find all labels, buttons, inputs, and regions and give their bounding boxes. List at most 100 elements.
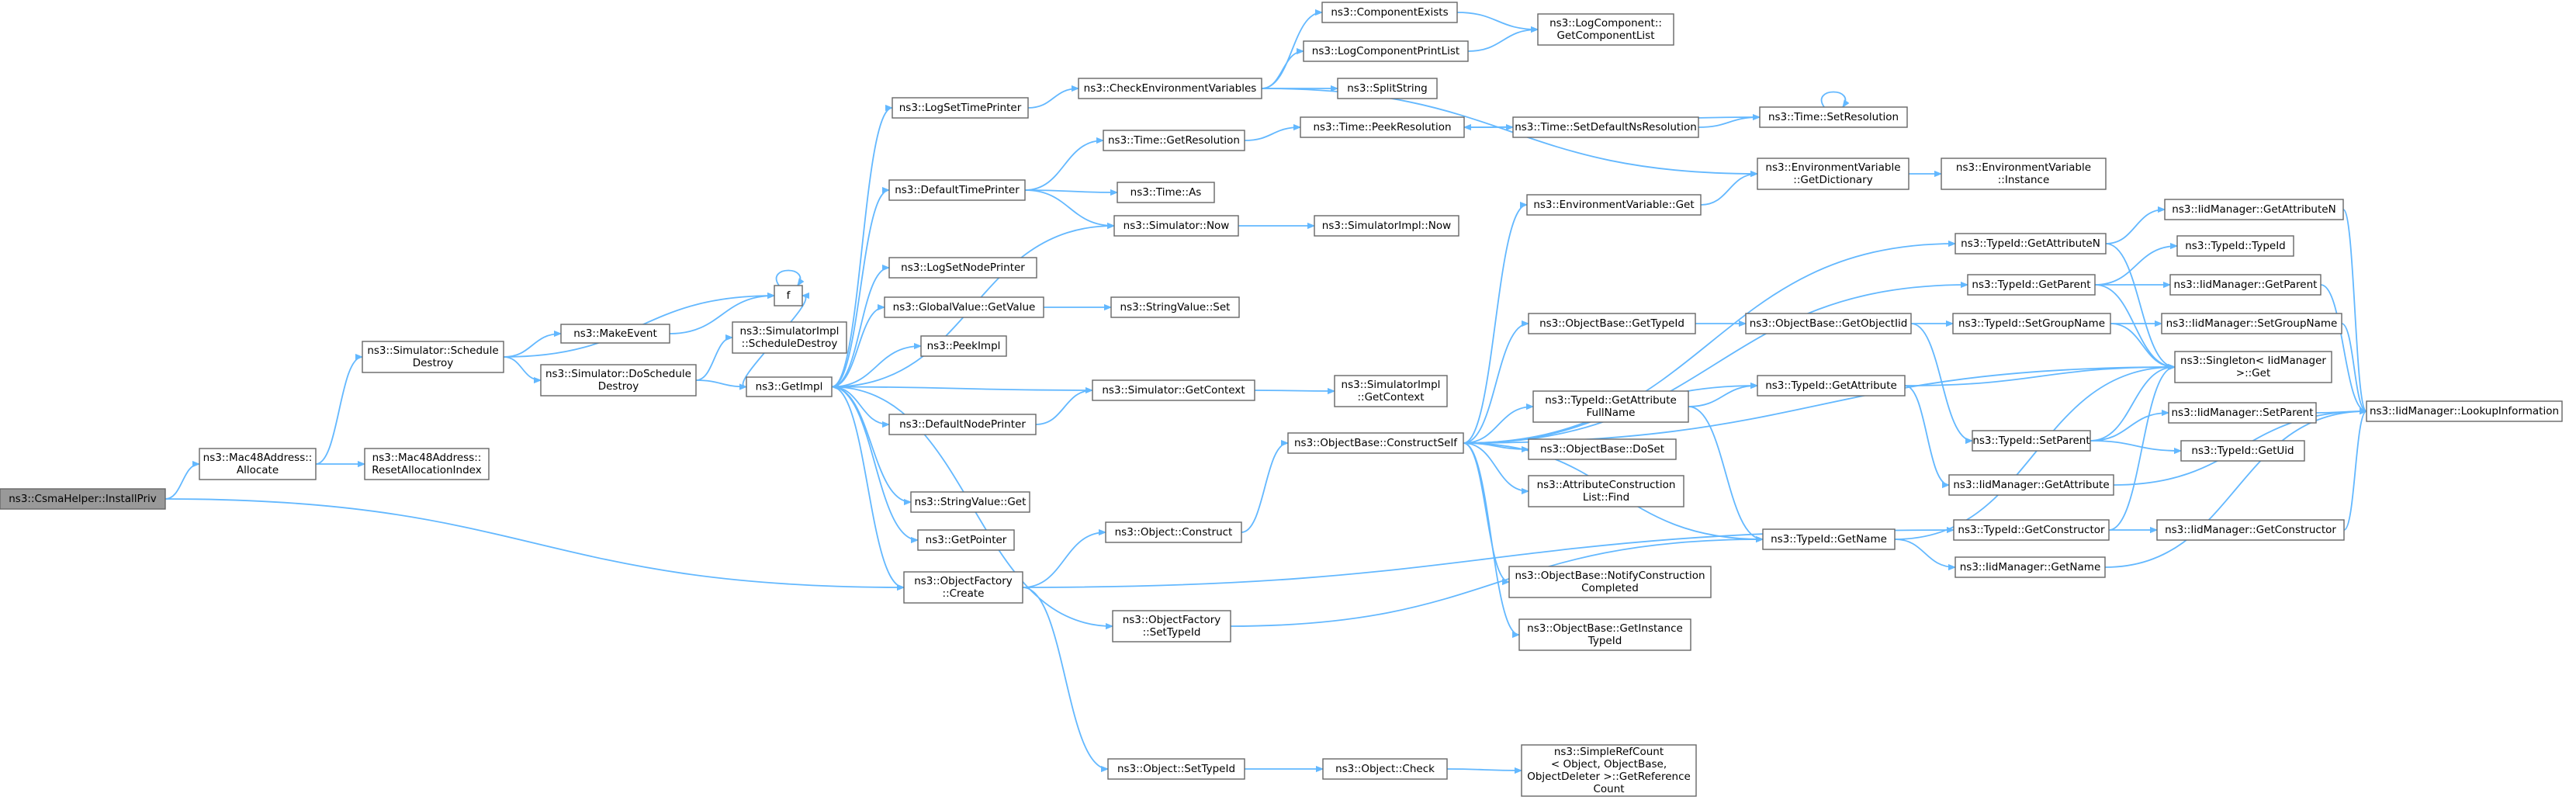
node-check_env_vars[interactable]: ns3::CheckEnvironmentVariables [1078,78,1262,99]
node-time_getresolution[interactable]: ns3::Time::GetResolution [1103,130,1245,151]
node-typeid_getconstructor[interactable]: ns3::TypeId::GetConstructor [1953,519,2110,541]
node-stringvalue_get[interactable]: ns3::StringValue::Get [910,491,1030,513]
node-box [1528,313,1696,334]
node-log_set_node_printer[interactable]: ns3::LogSetNodePrinter [888,257,1037,279]
node-typeid_typeid[interactable]: ns3::TypeId::TypeId [2176,235,2294,257]
node-objbase_constructself[interactable]: ns3::ObjectBase::ConstructSelf [1287,432,1464,454]
node-iid_setgroupname[interactable]: ns3::IidManager::SetGroupName [2161,313,2342,334]
node-box [2176,235,2294,257]
node-box [1337,78,1438,99]
node-label: ns3::ObjectBase::GetTypeId [1539,317,1684,330]
node-stringvalue_set[interactable]: ns3::StringValue::Set [1110,296,1240,318]
node-default_node_printer[interactable]: ns3::DefaultNodePrinter [888,414,1037,435]
node-singleton_get[interactable]: ns3::Singleton< IidManager>::Get [2174,351,2332,383]
node-getpointer[interactable]: ns3::GetPointer [917,529,1015,551]
node-iid_getattribute[interactable]: ns3::IidManager::GetAttribute [1948,474,2114,496]
node-simimpl_getcontext[interactable]: ns3::SimulatorImpl::GetContext [1334,375,1448,407]
node-iid_getconstructor[interactable]: ns3::IidManager::GetConstructor [2156,519,2345,541]
node-typeid_setgroupname[interactable]: ns3::TypeId::SetGroupName [1952,313,2111,334]
node-box [774,285,803,307]
node-f[interactable]: f [774,285,803,307]
node-iid_getparent[interactable]: ns3::IidManager::GetParent [2169,274,2322,296]
node-objbase_doset[interactable]: ns3::ObjectBase::DoSet [1528,438,1677,460]
node-iid_setparent[interactable]: ns3::IidManager::SetParent [2168,402,2317,424]
node-typeid_setparent[interactable]: ns3::TypeId::SetParent [1972,430,2091,452]
node-box [1508,566,1712,598]
node-box [1078,78,1262,99]
node-getimpl[interactable]: ns3::GetImpl [746,376,833,397]
node-label: ns3::TypeId::GetConstructor [1958,524,2105,536]
node-iid_getattributen[interactable]: ns3::IidManager::GetAttributeN [2164,199,2344,220]
node-log_set_time_printer[interactable]: ns3::LogSetTimePrinter [892,97,1029,119]
node-typeid_getattributen[interactable]: ns3::TypeId::GetAttributeN [1955,233,2107,255]
node-objbase_notify[interactable]: ns3::ObjectBase::NotifyConstructionCompl… [1508,566,1712,598]
edge-typeid_getattributen-to-iid_getattributen [2105,210,2165,244]
node-label: ns3::Time::GetResolution [1108,134,1240,147]
node-typeid_getname[interactable]: ns3::TypeId::GetName [1762,528,1896,550]
node-time_setresolution[interactable]: ns3::Time::SetResolution [1759,106,1908,128]
node-mac_alloc[interactable]: ns3::Mac48Address::Allocate [199,448,317,480]
node-mac_reset[interactable]: ns3::Mac48Address::ResetAllocationIndex [364,448,490,480]
node-sched_destroy[interactable]: ns3::Simulator::ScheduleDestroy [362,341,504,373]
node-label: ns3::TypeId::SetParent [1972,435,2090,447]
node-object_settypeid[interactable]: ns3::Object::SetTypeId [1107,758,1245,780]
node-objfactory_settypeid[interactable]: ns3::ObjectFactory::SetTypeId [1112,610,1231,642]
node-simulator_now[interactable]: ns3::Simulator::Now [1113,215,1239,237]
node-label: ns3::AttributeConstruction [1537,479,1676,491]
edge-mac_alloc-to-sched_destroy [315,357,363,465]
node-object_construct[interactable]: ns3::Object::Construct [1105,521,1242,543]
node-label: ns3::Time::SetResolution [1768,111,1899,123]
node-label: ns3::Object::Check [1335,763,1435,775]
node-make_event[interactable]: ns3::MakeEvent [560,324,670,344]
node-globalvalue_getvalue[interactable]: ns3::GlobalValue::GetValue [884,296,1044,318]
node-label: ::GetContext [1357,391,1424,404]
node-env_getdictionary[interactable]: ns3::EnvironmentVariable::GetDictionary [1757,158,1909,190]
node-split_string[interactable]: ns3::SplitString [1337,78,1438,99]
edge-typeid_getname-to-singleton_get [1894,367,2175,540]
node-box [540,364,697,397]
node-label: ::GetDictionary [1793,174,1872,186]
node-objbase_getobjectiid[interactable]: ns3::ObjectBase::GetObjectIid [1745,313,1912,334]
node-env_instance[interactable]: ns3::EnvironmentVariable::Instance [1941,158,2107,190]
node-iid_getname[interactable]: ns3::IidManager::GetName [1955,556,2106,578]
node-simplerefcount[interactable]: ns3::SimpleRefCount< Object, ObjectBase,… [1521,744,1697,797]
node-installpriv[interactable]: ns3::CsmaHelper::InstallPriv [0,488,166,510]
node-simulatorimpl_now[interactable]: ns3::SimulatorImpl::Now [1314,215,1459,237]
node-default_time_printer[interactable]: ns3::DefaultTimePrinter [888,179,1026,201]
node-label: ns3::LogComponentPrintList [1312,45,1459,57]
node-time_peekresolution[interactable]: ns3::Time::PeekResolution [1300,116,1465,138]
node-time_setdefaultns[interactable]: ns3::Time::SetDefaultNsResolution [1512,116,1699,138]
edge-objbase_constructself-to-objbase_getinstancetypeid [1463,442,1520,635]
node-iid_lookupinformation[interactable]: ns3::IidManager::LookupInformation [2366,400,2563,422]
edge-installpriv-to-objfactory_create [164,498,904,587]
node-objbase_gettypeid[interactable]: ns3::ObjectBase::GetTypeId [1528,313,1696,334]
node-typeid_getuid[interactable]: ns3::TypeId::GetUid [2180,440,2305,462]
node-label: ns3::IidManager::GetConstructor [2165,524,2336,536]
node-box [1952,313,2111,334]
node-log_component_print_list[interactable]: ns3::LogComponentPrintList [1303,40,1469,62]
edge-getimpl-to-stringvalue_get [831,386,912,503]
node-box [1105,521,1242,543]
node-objfactory_create[interactable]: ns3::ObjectFactory::Create [903,571,1023,604]
node-object_check[interactable]: ns3::Object::Check [1322,758,1448,780]
node-component_exists[interactable]: ns3::ComponentExists [1321,2,1458,23]
edge-iid_getparent-to-iid_lookupinformation [2320,284,2367,411]
node-typeid_getparent[interactable]: ns3::TypeId::GetParent [1967,274,2096,296]
node-simulator_getcontext[interactable]: ns3::Simulator::GetContext [1092,379,1255,401]
node-label: ns3::TypeId::GetAttribute [1545,394,1677,407]
node-peekimpl[interactable]: ns3::PeekImpl [920,335,1007,357]
node-typeid_getattribute[interactable]: ns3::TypeId::GetAttribute [1757,375,1906,397]
node-time_as[interactable]: ns3::Time::As [1117,182,1215,203]
node-label: ns3::StringValue::Set [1120,301,1231,313]
node-env_get[interactable]: ns3::EnvironmentVariable::Get [1526,194,1702,216]
edge-typeid_setgroupname-to-singleton_get [2110,323,2175,367]
edge-simulator_getcontext-to-getimpl [832,387,1093,391]
node-label: ::Instance [1998,174,2050,186]
node-logcomponent_getlist[interactable]: ns3::LogComponent::GetComponentList [1537,13,1674,46]
node-simimpl_sched_destroy[interactable]: ns3::SimulatorImpl::ScheduleDestroy [732,321,847,354]
